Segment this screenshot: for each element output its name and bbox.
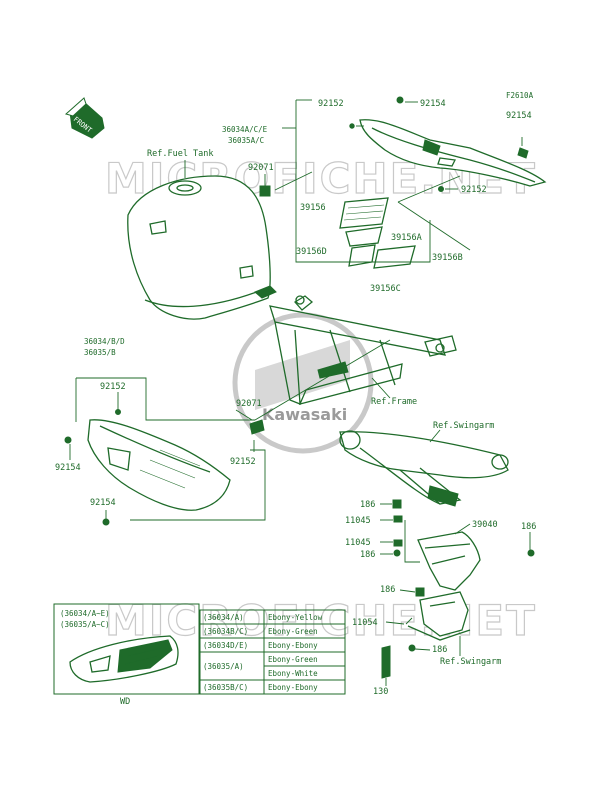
label-36034-bd: 36034/B/D bbox=[84, 337, 125, 346]
label-11045-b: 11045 bbox=[345, 538, 371, 548]
table-color-3: Ebony-Green bbox=[268, 655, 318, 664]
label-11054: 11054 bbox=[352, 618, 378, 628]
table-color-2: Ebony-Ebony bbox=[268, 641, 318, 650]
label-186-c: 186 bbox=[521, 522, 536, 532]
label-39156c: 39156C bbox=[370, 284, 401, 294]
upper-cover-group bbox=[295, 96, 547, 269]
table-code-5: (36035B/C) bbox=[203, 683, 248, 692]
label-39156d: 39156D bbox=[296, 247, 327, 257]
logo-text: Kawasaki bbox=[262, 405, 347, 424]
lower-cover-group bbox=[64, 339, 391, 526]
inset-caption: WD bbox=[120, 697, 130, 707]
label-186-a: 186 bbox=[360, 500, 375, 510]
swingarm bbox=[339, 430, 509, 507]
table-color-0: Ebony-Yellow bbox=[268, 613, 323, 622]
table-code-0: (36034/A) bbox=[203, 613, 244, 622]
label-92071-b: 92071 bbox=[236, 399, 262, 409]
table-color-5: Ebony-Ebony bbox=[268, 683, 318, 692]
ref-swingarm-top: Ref.Swingarm bbox=[433, 421, 494, 431]
inset-line1: (36034/A~E) bbox=[60, 609, 110, 618]
table-code-2: (36034D/E) bbox=[203, 641, 248, 650]
label-92152-d: 92152 bbox=[230, 457, 256, 467]
label-92154-b: 92154 bbox=[506, 111, 532, 121]
label-92152-b: 92152 bbox=[461, 185, 487, 195]
figure-code: F2610A bbox=[506, 91, 534, 100]
table-color-1: Ebony-Green bbox=[268, 627, 318, 636]
label-186-b: 186 bbox=[360, 550, 375, 560]
label-36035-b: 36035/B bbox=[84, 348, 116, 357]
ref-fuel-tank: Ref.Fuel Tank bbox=[147, 149, 214, 159]
label-130: 130 bbox=[373, 687, 388, 697]
label-92154-d: 92154 bbox=[90, 498, 116, 508]
label-92154-a: 92154 bbox=[420, 99, 446, 109]
frame bbox=[269, 295, 457, 405]
label-36035-ac: 36035A/C bbox=[228, 136, 264, 145]
label-11045-a: 11045 bbox=[345, 516, 371, 526]
table-color-4: Ebony-White bbox=[268, 669, 318, 678]
fuel-tank bbox=[127, 175, 277, 320]
label-92152-a: 92152 bbox=[318, 99, 344, 109]
label-92152-c: 92152 bbox=[100, 382, 126, 392]
label-39156b: 39156B bbox=[432, 253, 463, 263]
label-186-e: 186 bbox=[432, 645, 447, 655]
chain-guard-group bbox=[381, 499, 535, 680]
label-39156: 39156 bbox=[300, 203, 326, 213]
label-39156a: 39156A bbox=[391, 233, 422, 243]
color-table: (36034/A) Ebony-Yellow (36034B/C) Ebony-… bbox=[199, 609, 346, 695]
table-code-3: (36035/A) bbox=[203, 662, 244, 671]
label-92071-a: 92071 bbox=[248, 163, 274, 173]
kawasaki-logo: Kawasaki bbox=[232, 312, 374, 454]
ref-swingarm-bottom: Ref.Swingarm bbox=[440, 657, 501, 667]
label-186-d: 186 bbox=[380, 585, 395, 595]
label-36034-ace: 36034A/C/E bbox=[222, 125, 268, 134]
ref-frame: Ref.Frame bbox=[371, 397, 417, 407]
inset-box bbox=[53, 603, 200, 695]
table-code-1: (36034B/C) bbox=[203, 627, 248, 636]
label-92154-c: 92154 bbox=[55, 463, 81, 473]
inset-line2: (36035/A~C) bbox=[60, 620, 110, 629]
front-arrow-icon: FRONT bbox=[64, 97, 105, 139]
label-39040: 39040 bbox=[472, 520, 498, 530]
